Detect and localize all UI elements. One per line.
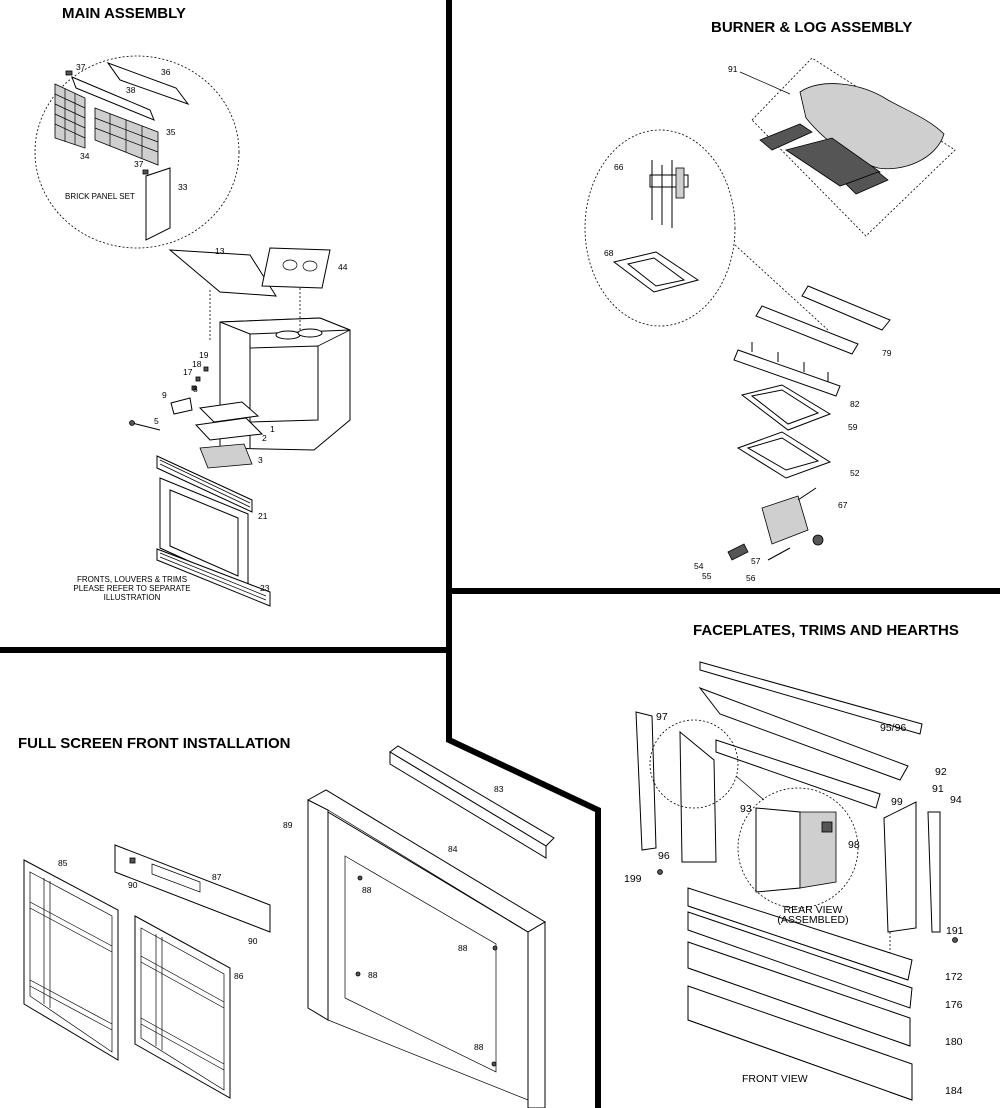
faceplates-labels: 97 95/96 92 99 91 94 93 98 96 199 191 17…: [624, 711, 964, 1097]
label-8: 8: [193, 384, 198, 394]
label-33: 33: [178, 182, 188, 192]
label-66: 66: [614, 162, 624, 172]
label-17: 17: [183, 367, 193, 377]
label-68: 68: [604, 248, 614, 258]
label-191: 191: [946, 925, 964, 937]
pilot-callout-oval: [584, 129, 736, 327]
label-93: 93: [740, 803, 752, 815]
label-37a: 37: [76, 62, 86, 72]
rear-view-line-2: (ASSEMBLED): [777, 914, 848, 926]
label-90b: 90: [248, 936, 258, 946]
label-21: 21: [258, 511, 268, 521]
label-2: 2: [262, 433, 267, 443]
label-97: 97: [656, 711, 668, 723]
full-screen-drawing: [23, 745, 555, 1108]
label-54: 54: [694, 561, 704, 571]
label-184: 184: [945, 1085, 963, 1097]
label-90a: 90: [128, 880, 138, 890]
label-88d: 88: [474, 1042, 484, 1052]
label-98: 98: [848, 839, 860, 851]
label-94: 94: [950, 794, 962, 806]
burner-log-drawing: [584, 57, 956, 561]
label-55: 55: [702, 571, 712, 581]
label-89: 89: [283, 820, 293, 830]
label-67: 67: [838, 500, 848, 510]
label-37b: 37: [134, 159, 144, 169]
label-82: 82: [850, 399, 860, 409]
label-59: 59: [848, 422, 858, 432]
rear-view-callout-circle: [737, 787, 859, 909]
label-9: 9: [162, 390, 167, 400]
label-85: 85: [58, 858, 68, 868]
label-35: 35: [166, 127, 176, 137]
label-87: 87: [212, 872, 222, 882]
fronts-note-line-2: PLEASE REFER TO SEPARATE: [73, 584, 190, 593]
label-23: 23: [260, 583, 270, 593]
burner-log-assembly-title: BURNER & LOG ASSEMBLY: [711, 19, 912, 36]
label-88a: 88: [362, 885, 372, 895]
label-172: 172: [945, 971, 963, 983]
label-5: 5: [154, 416, 159, 426]
label-1: 1: [270, 424, 275, 434]
main-assembly-drawing: [34, 55, 351, 607]
brick-panel-set-note: BRICK PANEL SET: [65, 192, 135, 201]
full-screen-front-title: FULL SCREEN FRONT INSTALLATION: [18, 735, 290, 752]
faceplates-title: FACEPLATES, TRIMS AND HEARTHS: [693, 622, 959, 639]
label-96: 96: [658, 850, 670, 862]
label-88c: 88: [368, 970, 378, 980]
label-92: 92: [935, 766, 947, 778]
main-assembly-labels: 37 36 38 35 34 37 33 BRICK PANEL SET 13 …: [65, 62, 348, 602]
label-83: 83: [494, 784, 504, 794]
burner-log-labels: 91 66 68 79 82 59 52 67 54 55 57 56: [604, 64, 892, 583]
brick-panel-callout-oval: [34, 55, 240, 249]
corner-callout-circle: [649, 719, 739, 809]
fronts-note-line-1: FRONTS, LOUVERS & TRIMS: [77, 575, 187, 584]
front-view-label: FRONT VIEW: [742, 1073, 808, 1085]
label-18: 18: [192, 359, 202, 369]
log-set-callout: [751, 57, 956, 237]
faceplates-drawing: [635, 661, 958, 1101]
label-38: 38: [126, 85, 136, 95]
clip-37-a: [65, 70, 73, 76]
label-13: 13: [215, 246, 225, 256]
label-56: 56: [746, 573, 756, 583]
label-52: 52: [850, 468, 860, 478]
label-36: 36: [161, 67, 171, 77]
clip-37-b: [142, 169, 149, 175]
label-19: 19: [199, 350, 209, 360]
label-95-96: 95/96: [880, 722, 906, 734]
fronts-note-line-3: ILLUSTRATION: [104, 593, 161, 602]
label-44: 44: [338, 262, 348, 272]
label-199: 199: [624, 873, 642, 885]
label-57: 57: [751, 556, 761, 566]
label-99: 99: [891, 796, 903, 808]
label-34: 34: [80, 151, 90, 161]
full-screen-labels: 85 87 90 90 86 89 84 83 88 88 88 88: [58, 784, 504, 1052]
label-84: 84: [448, 844, 458, 854]
label-79: 79: [882, 348, 892, 358]
main-assembly-title: MAIN ASSEMBLY: [62, 5, 186, 22]
label-176: 176: [945, 999, 963, 1011]
label-86: 86: [234, 971, 244, 981]
label-180: 180: [945, 1036, 963, 1048]
label-3: 3: [258, 455, 263, 465]
label-91: 91: [932, 783, 944, 795]
rear-view-line-1: REAR VIEW: [784, 904, 843, 916]
label-91: 91: [728, 64, 738, 74]
label-88b: 88: [458, 943, 468, 953]
